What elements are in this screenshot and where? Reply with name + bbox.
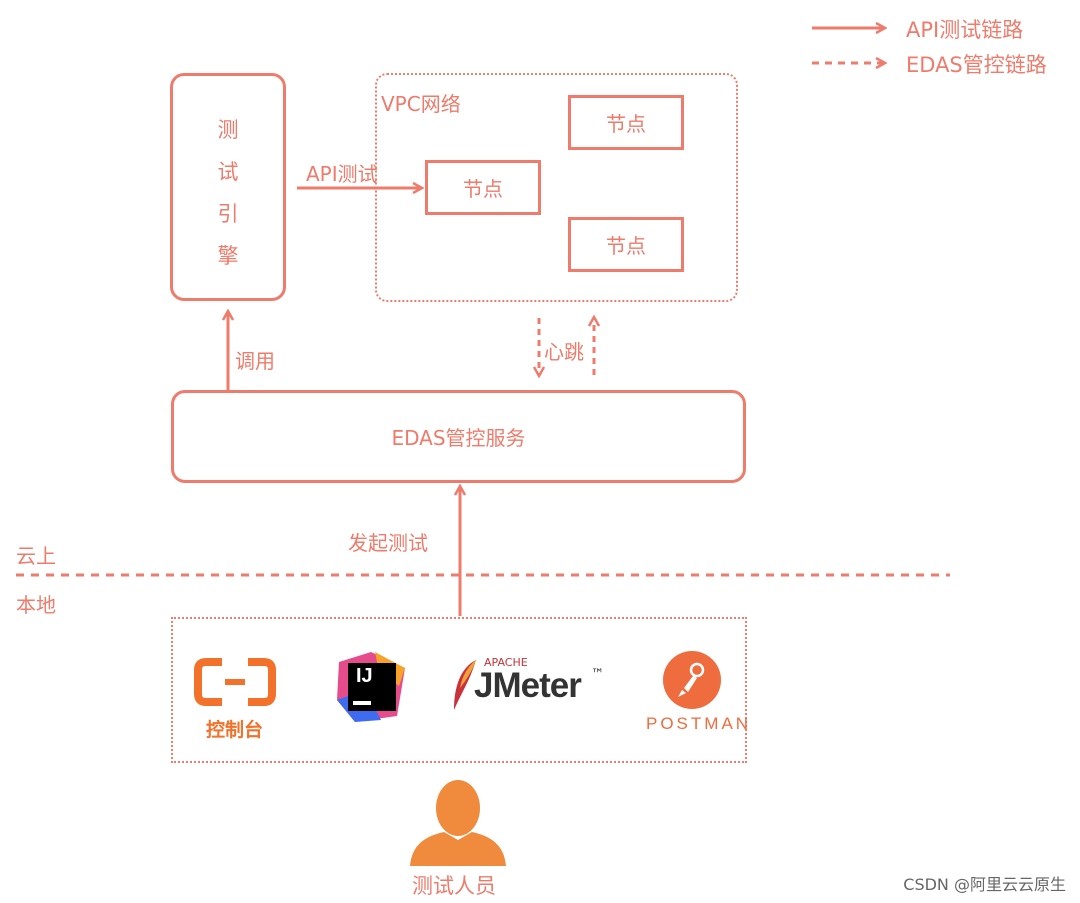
jmeter-logo-text: JMeter <box>474 666 582 705</box>
local-zone-label: 本地 <box>16 593 56 617</box>
vpc-node-center: 节点 <box>425 160 541 215</box>
cloud-zone-label: 云上 <box>16 544 56 568</box>
vpc-node-top-right: 节点 <box>568 95 684 150</box>
legend-api-link-label: API测试链路 <box>906 18 1024 42</box>
tester-person-icon <box>410 780 506 866</box>
intellij-logo-text: IJ <box>356 665 373 687</box>
jmeter-feather-icon <box>454 660 476 710</box>
local-tools-boundary <box>171 617 747 763</box>
postman-icon <box>663 651 721 709</box>
legend-edas-link-label: EDAS管控链路 <box>906 53 1047 77</box>
tester-label: 测试人员 <box>412 874 496 898</box>
console-label: 控制台 <box>206 719 264 741</box>
test-engine-char-2: 试 <box>217 160 239 184</box>
vpc-network-boundary <box>375 73 738 302</box>
call-label: 调用 <box>235 349 275 373</box>
test-engine-box <box>170 73 286 301</box>
api-test-label: API测试 <box>306 162 378 186</box>
csdn-watermark: CSDN @阿里云云原生 <box>903 875 1066 894</box>
alibaba-cloud-console-icon <box>194 658 276 706</box>
test-engine-char-4: 擎 <box>217 244 239 268</box>
jmeter-trademark: ™ <box>591 667 604 682</box>
test-engine-char-1: 测 <box>217 118 239 142</box>
jmeter-apache-text: APACHE <box>484 656 528 669</box>
test-engine-char-3: 引 <box>217 202 239 226</box>
intellij-idea-icon <box>337 652 405 722</box>
edas-control-service-box: EDAS管控服务 <box>171 390 746 483</box>
initiate-test-label: 发起测试 <box>348 531 428 555</box>
heartbeat-label: 心跳 <box>544 340 584 364</box>
vpc-network-title: VPC网络 <box>381 92 461 116</box>
postman-label: POSTMAN <box>646 714 752 733</box>
vpc-node-bottom-right: 节点 <box>568 217 684 272</box>
